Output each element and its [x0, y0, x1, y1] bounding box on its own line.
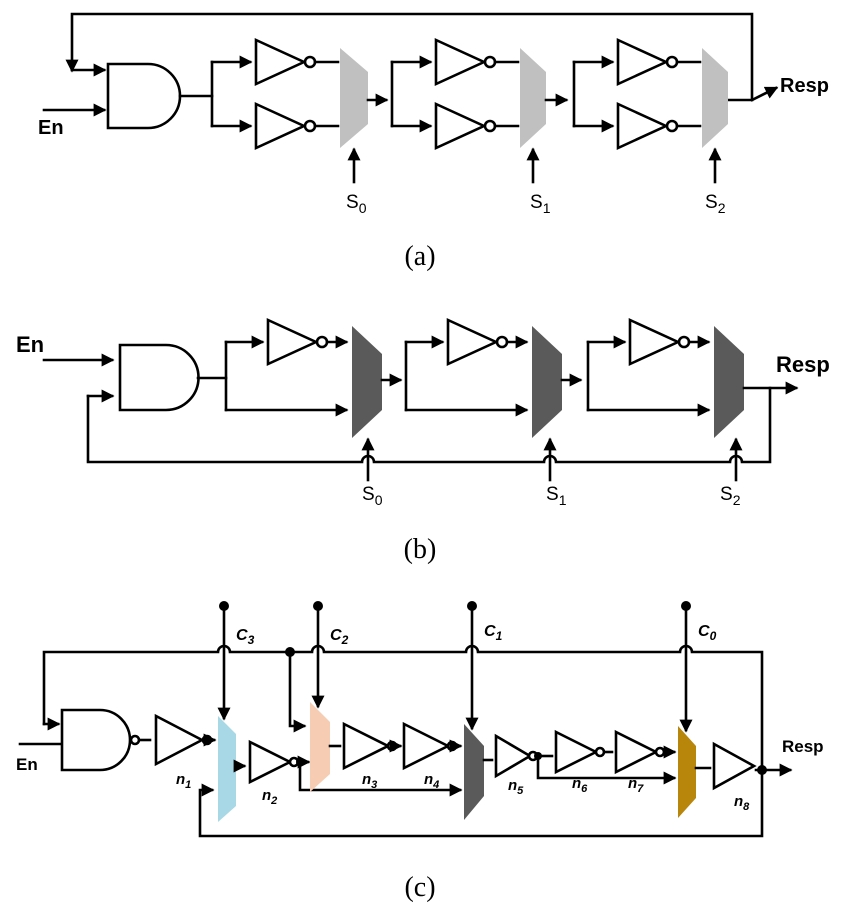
inverter-n7: [614, 729, 659, 775]
feedback-wire-c-top: [42, 644, 764, 772]
mux-a-2: [702, 48, 728, 148]
node-label-n1: n1: [176, 771, 191, 791]
enable-label-a: En: [38, 117, 64, 139]
inverter-n1: [154, 713, 205, 767]
mux-a-1: [520, 48, 546, 148]
enable-label-c: En: [16, 755, 38, 774]
diagram-c: C3 C2 C1 C0 n1 n2 n3 n4 n5 n6 n7 n8 En R…: [16, 601, 824, 903]
control-label-c2: C2: [330, 627, 349, 647]
mux-b-2: [714, 326, 744, 438]
diagram-b: En: [16, 317, 830, 565]
diagram-a: En Resp S0 S1 S2 (a): [38, 12, 829, 272]
caption-c: (c): [404, 872, 435, 903]
inverter-n8: [712, 741, 757, 791]
node-label-n5: n5: [508, 777, 524, 797]
select-label-b-0: S0: [362, 484, 383, 508]
inverter-a-3-bottom: [616, 101, 670, 151]
inverter-n5: [494, 733, 533, 779]
and-gate-b: [118, 343, 200, 412]
inverter-n6: [554, 729, 599, 775]
output-label-a: Resp: [780, 75, 829, 97]
mux-c0: [678, 726, 696, 818]
enable-label-b: En: [16, 332, 44, 357]
node-label-n3: n3: [362, 771, 377, 791]
caption-b: (b): [404, 534, 437, 565]
feedback-wire-c-bottom: [198, 768, 764, 838]
inverter-n2: [248, 739, 293, 785]
inverter-a-2-top: [434, 37, 488, 87]
inverter-b-3: [628, 317, 682, 367]
inverter-b-1: [266, 317, 320, 367]
mux-b-0: [352, 326, 382, 438]
inverter-n3: [342, 721, 391, 771]
inverter-a-3-top: [616, 37, 670, 87]
select-label-a-1: S1: [530, 192, 551, 216]
inverter-a-1-bottom: [254, 101, 308, 151]
output-label-c: Resp: [782, 737, 824, 756]
output-wire-a: [750, 86, 779, 102]
mux-c2: [310, 702, 330, 792]
mux-c1: [464, 724, 484, 820]
feedback-wire-a: [65, 12, 754, 102]
node-label-n2: n2: [262, 787, 277, 807]
inverter-a-2-bottom: [434, 101, 488, 151]
and-gate-c: [60, 708, 132, 772]
inverter-a-1-top: [254, 37, 308, 87]
caption-a: (a): [404, 241, 435, 272]
mux-b-1: [532, 326, 562, 438]
and-gate-a: [106, 62, 182, 130]
mux-a-0: [340, 48, 368, 148]
node-label-n7: n7: [628, 775, 644, 795]
control-label-c1: C1: [484, 623, 503, 643]
node-label-n4: n4: [424, 771, 439, 791]
output-label-b: Resp: [776, 352, 830, 377]
node-label-n6: n6: [572, 775, 588, 795]
inverter-n4: [402, 721, 451, 771]
inverter-b-2: [446, 317, 500, 367]
select-label-a-0: S0: [346, 192, 367, 216]
mux-c3: [218, 716, 236, 822]
select-label-b-2: S2: [720, 484, 741, 508]
control-label-c3: C3: [236, 627, 255, 647]
select-label-a-2: S2: [705, 192, 726, 216]
control-label-c0: C0: [698, 623, 717, 643]
node-label-n8: n8: [734, 793, 750, 813]
select-label-b-1: S1: [546, 484, 567, 508]
